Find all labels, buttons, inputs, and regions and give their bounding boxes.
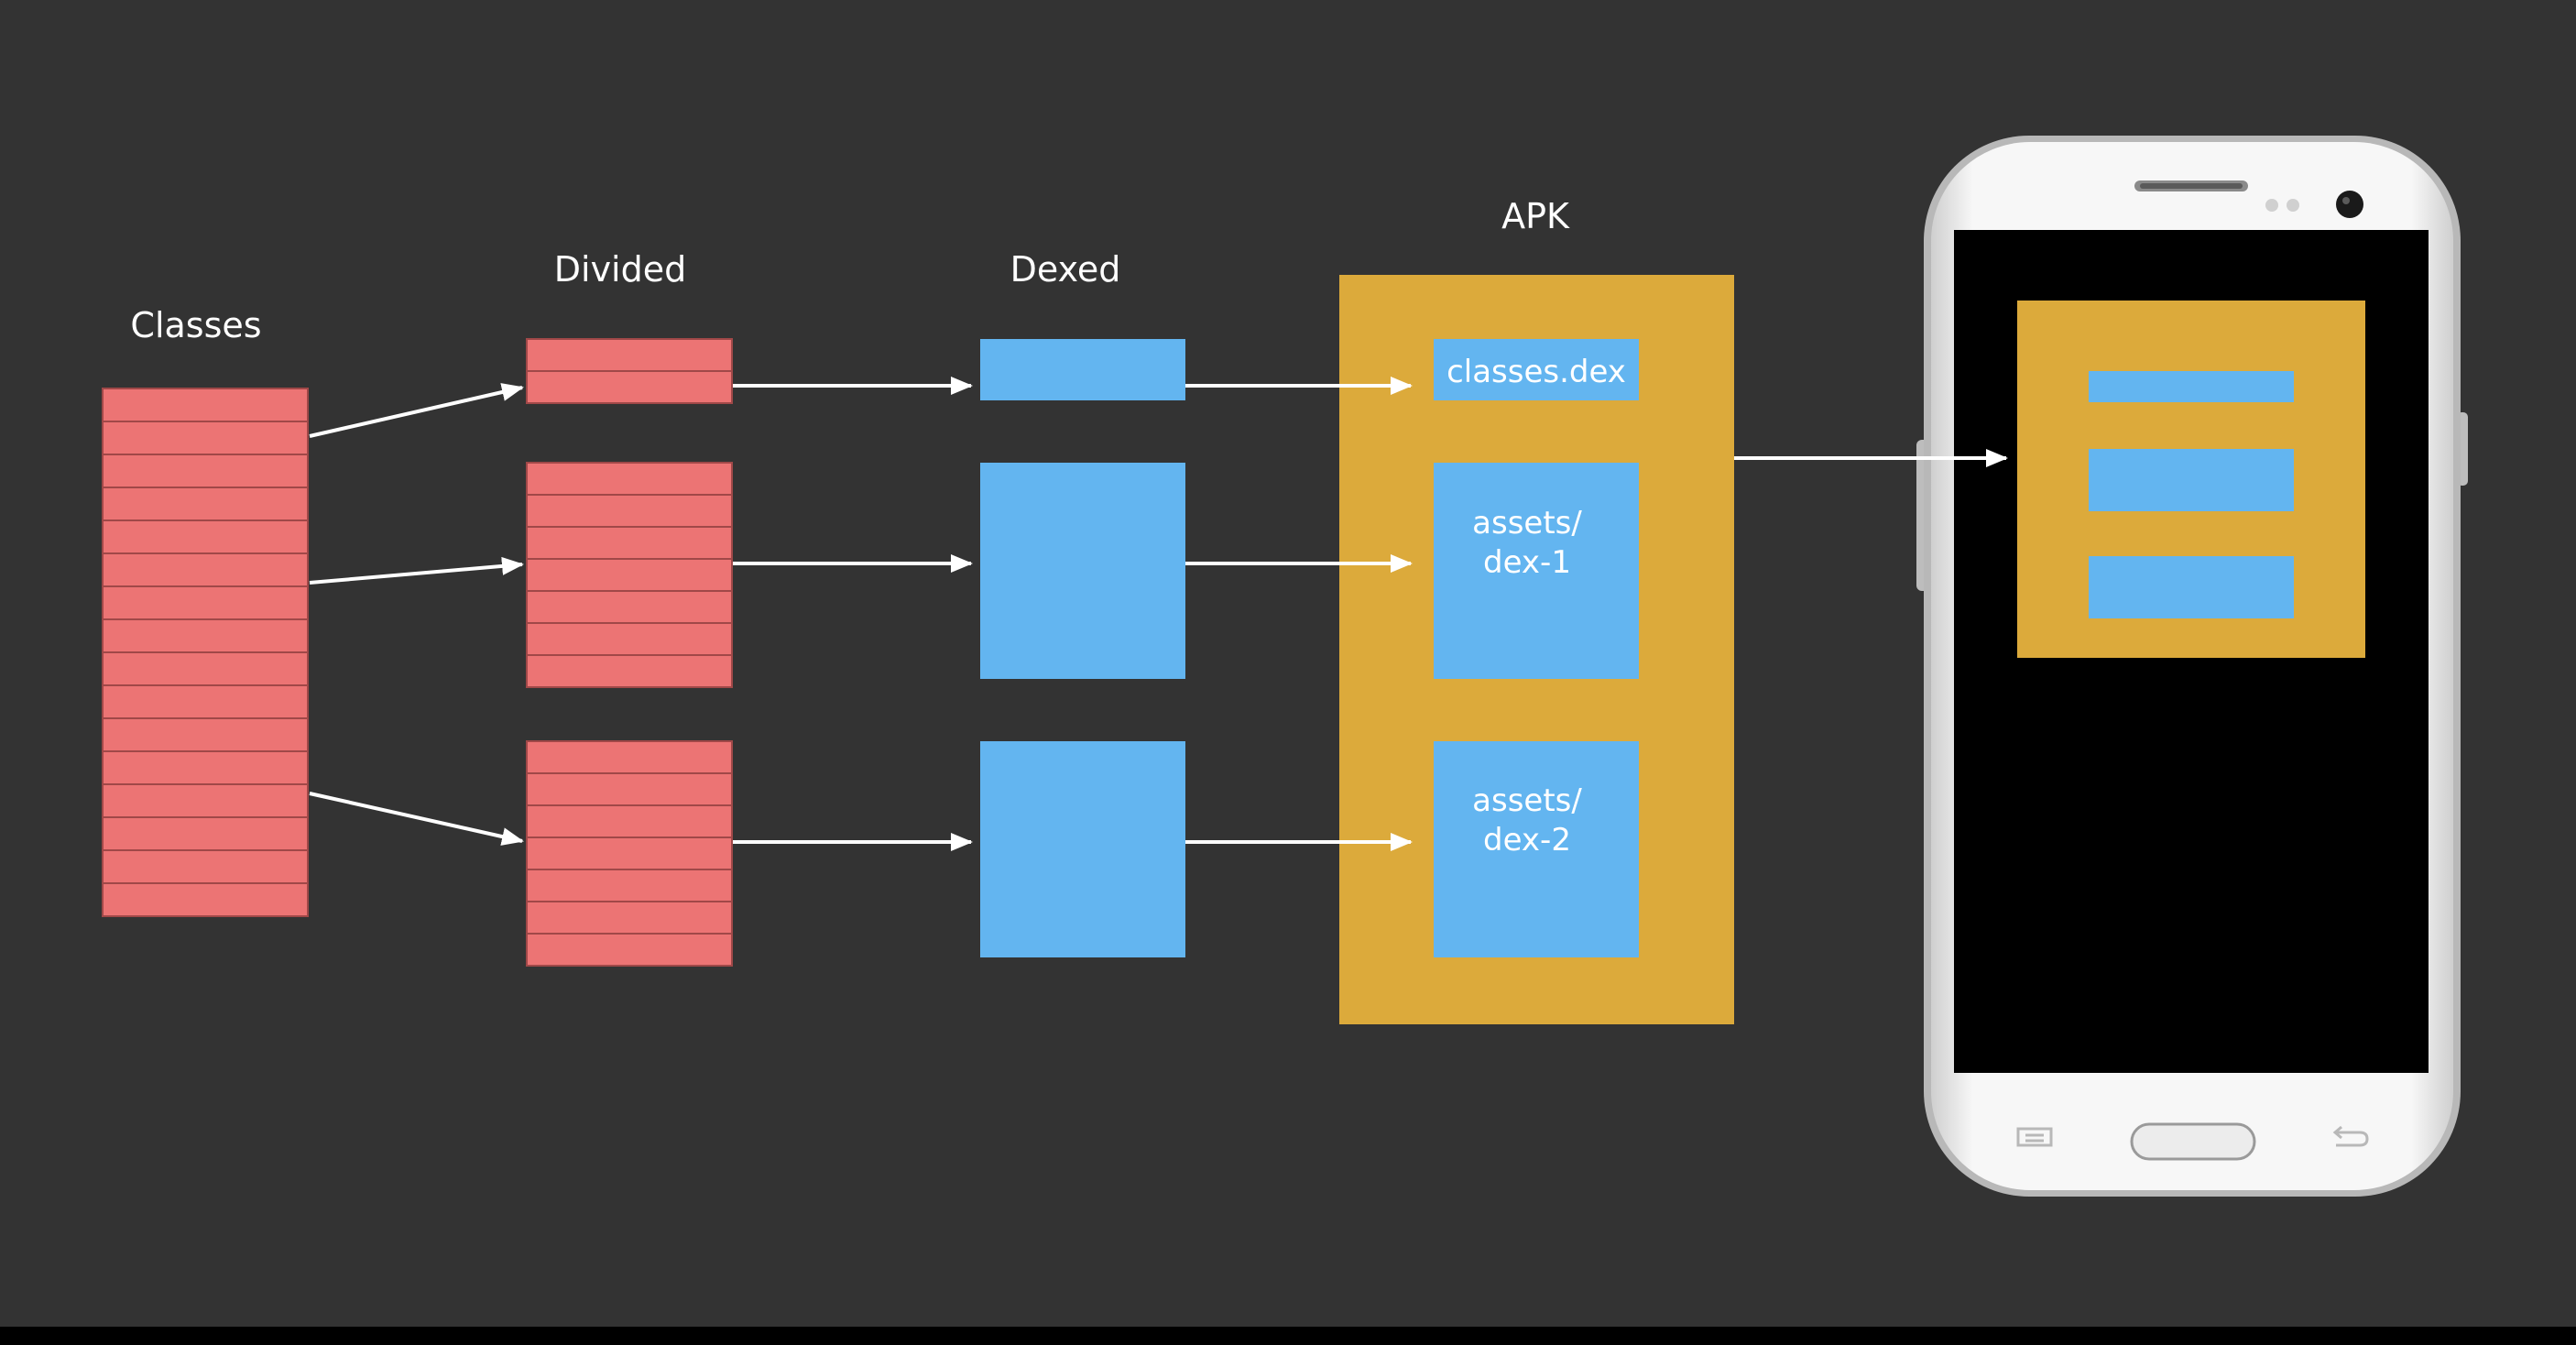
class-row	[102, 552, 309, 587]
apk-entry-label: assets/	[1472, 505, 1582, 541]
installed-dex-bar	[2089, 449, 2294, 511]
divided-class-row	[526, 837, 733, 870]
apk-entry-classes-dex: classes.dex	[1434, 339, 1639, 400]
class-row	[102, 519, 309, 554]
divided-class-row	[526, 338, 733, 372]
dexed-block-2	[980, 463, 1185, 679]
installed-dex-bar	[2089, 371, 2294, 402]
dexed-block-1	[980, 339, 1185, 400]
divided-class-row	[526, 901, 733, 935]
installed-dex-bar	[2089, 556, 2294, 618]
divided-class-row	[526, 933, 733, 967]
class-row	[102, 421, 309, 455]
apk-entry-dex-1: assets/ dex-1	[1434, 463, 1639, 679]
class-row	[102, 882, 309, 917]
divided-class-row	[526, 494, 733, 528]
apk-entry-label: assets/	[1472, 782, 1582, 819]
divided-class-row	[526, 590, 733, 624]
phone-sensor	[2287, 199, 2299, 212]
apk-entry-box	[1434, 339, 1639, 400]
apk-entry-label-line2: dex-1	[1483, 544, 1571, 581]
classes-label: Classes	[130, 305, 261, 345]
phone-front-camera	[2336, 191, 2363, 218]
class-row	[102, 618, 309, 653]
phone-device	[1916, 136, 2468, 1197]
class-row	[102, 651, 309, 686]
divided-class-row	[526, 622, 733, 656]
apk-entry-dex-2: assets/ dex-2	[1434, 741, 1639, 957]
flow-arrows	[309, 377, 2008, 851]
class-row	[102, 454, 309, 488]
divided-group-1	[526, 338, 733, 404]
apk-entry-label: classes.dex	[1446, 354, 1626, 390]
divided-class-row	[526, 558, 733, 592]
class-row	[102, 585, 309, 620]
classes-stack	[102, 388, 309, 917]
phone-sensor	[2265, 199, 2278, 212]
apk-entry-label-line2: dex-2	[1483, 822, 1571, 858]
phone-earpiece-grille	[2140, 183, 2243, 189]
apk-entry-box	[1434, 741, 1639, 957]
bottom-bar	[0, 1327, 2576, 1345]
dexed-block-3	[980, 741, 1185, 957]
divided-class-row	[526, 370, 733, 404]
class-row	[102, 717, 309, 752]
apk-label: APK	[1501, 196, 1570, 236]
class-row	[102, 783, 309, 818]
dexed-label: Dexed	[1010, 249, 1121, 290]
class-row	[102, 684, 309, 719]
divided-class-row	[526, 654, 733, 688]
divided-class-row	[526, 772, 733, 806]
divided-class-row	[526, 804, 733, 838]
arrow-classes-to-divided-3	[309, 792, 524, 846]
apk-entry-box	[1434, 463, 1639, 679]
class-row	[102, 849, 309, 884]
class-row	[102, 816, 309, 851]
divided-class-row	[526, 869, 733, 902]
divided-label: Divided	[554, 249, 687, 290]
phone-camera-glint	[2342, 197, 2350, 204]
divided-groups	[526, 338, 733, 967]
arrow-classes-to-divided-2	[309, 556, 524, 585]
phone-back-icon	[2332, 1125, 2369, 1147]
class-row	[102, 388, 309, 422]
divided-group-3	[526, 740, 733, 967]
divided-class-row	[526, 526, 733, 560]
divided-class-row	[526, 740, 733, 774]
class-row	[102, 487, 309, 521]
divided-group-2	[526, 462, 733, 688]
phone-menu-icon	[2016, 1127, 2053, 1147]
class-row	[102, 750, 309, 785]
divided-class-row	[526, 462, 733, 496]
installed-dex-bars	[2089, 371, 2294, 618]
arrow-classes-to-divided-1	[309, 383, 524, 438]
phone-home-button	[2130, 1122, 2256, 1161]
